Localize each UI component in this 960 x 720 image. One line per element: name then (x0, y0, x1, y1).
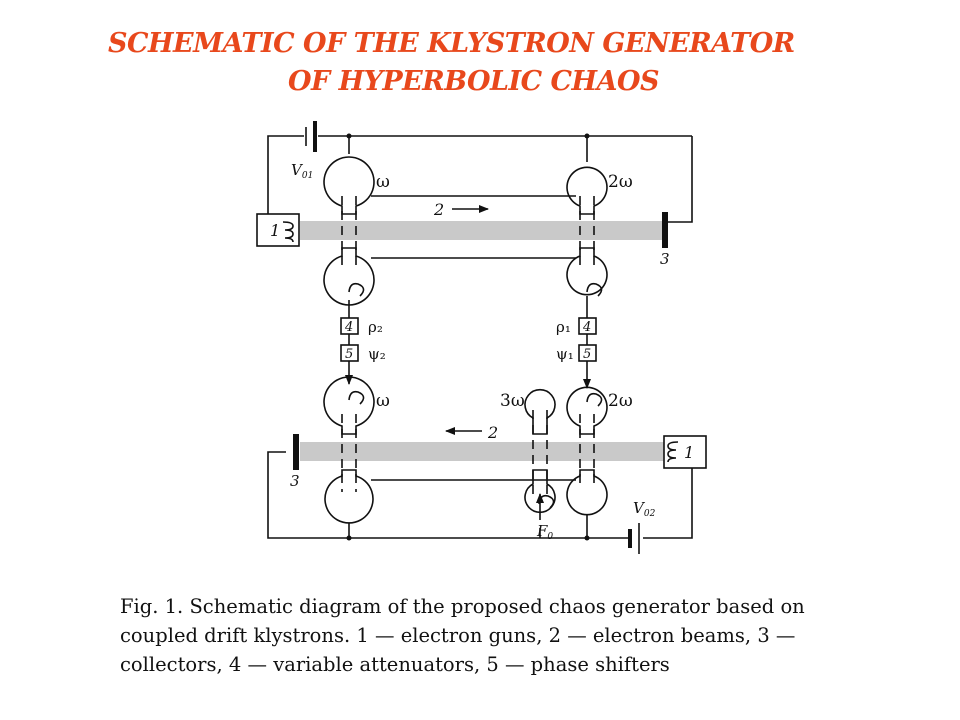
omega-bottom-label: ω (376, 391, 390, 411)
phase-shifter-left-box (340, 344, 359, 362)
caption-line-3: collectors, 4 — variable attenuators, 5 … (120, 653, 670, 676)
omega-top-label: ω (376, 172, 390, 192)
svg-text:V01: V01 (291, 161, 313, 181)
rho2-label: ρ₂ (368, 318, 383, 336)
electron-gun-top (256, 213, 300, 247)
title-line-2: OF HYPERBOLIC CHAOS (288, 66, 660, 97)
junction-dots (346, 133, 590, 541)
electron-beam-top (300, 221, 664, 240)
dashed-drift-lines (341, 196, 595, 494)
rho1-label: ρ₁ (556, 318, 571, 336)
resonator-top-right-lower (566, 247, 608, 296)
external-drive-f0 (536, 493, 555, 520)
f0-subscript: 0 (547, 532, 553, 542)
resonator-top-left-lower (323, 247, 375, 306)
title-line-1: SCHEMATIC OF THE KLYSTRON GENERATOR (108, 28, 795, 59)
v02-subscript: 02 (644, 509, 656, 519)
resonator-bottom-right-lower (566, 469, 608, 516)
phase-shifter-left-label: 5 (345, 347, 353, 362)
waveguide-connections (371, 195, 576, 481)
collector-top-label: 3 (660, 250, 670, 268)
beam-top-label: 2 (433, 200, 444, 219)
resonator-top-right-upper (566, 166, 608, 215)
caption-line-1: Fig. 1. Schematic diagram of the propose… (120, 595, 805, 618)
attenuator-right-box (578, 317, 597, 335)
resonator-top-left-upper (323, 156, 375, 215)
attenuator-left-label: 4 (344, 320, 353, 335)
battery-v01-symbol (305, 121, 317, 152)
figure-caption: Fig. 1. Schematic diagram of the propose… (120, 592, 860, 679)
svg-text:V02: V02 (633, 499, 656, 519)
gun-top-label: 1 (270, 221, 280, 240)
resonator-bottom-left-lower (324, 469, 374, 524)
f0-label: F (536, 522, 548, 540)
resonator-bottom-left-upper (323, 376, 375, 435)
gun-bottom-label: 1 (684, 443, 694, 462)
v01-subscript: 01 (302, 171, 313, 181)
electron-gun-bottom (663, 435, 707, 469)
beam-bottom-label: 2 (487, 423, 498, 442)
collector-bottom-label: 3 (290, 472, 300, 490)
psi1-label: ψ₁ (556, 345, 574, 363)
left-feedback-chain (345, 282, 365, 405)
v01-label: V (291, 161, 304, 179)
two-omega-bottom-label: 2ω (608, 391, 633, 411)
three-omega-label: 3ω (500, 391, 525, 411)
v02-label: V (633, 499, 646, 517)
phase-shifter-right-box (578, 344, 597, 362)
svg-text:F0: F0 (536, 522, 553, 542)
right-feedback-chain (583, 282, 603, 407)
resonator-3omega (524, 389, 556, 513)
two-omega-top-label: 2ω (608, 172, 633, 192)
electron-beam-bottom (300, 442, 664, 461)
caption-line-2: coupled drift klystrons. 1 — electron gu… (120, 624, 796, 647)
resonator-bottom-right-upper (566, 386, 608, 435)
attenuator-left-box (340, 317, 359, 335)
battery-v02-symbol (628, 523, 640, 554)
psi2-label: ψ₂ (368, 345, 386, 363)
phase-shifter-right-label: 5 (583, 347, 591, 362)
attenuator-right-label: 4 (582, 320, 591, 335)
